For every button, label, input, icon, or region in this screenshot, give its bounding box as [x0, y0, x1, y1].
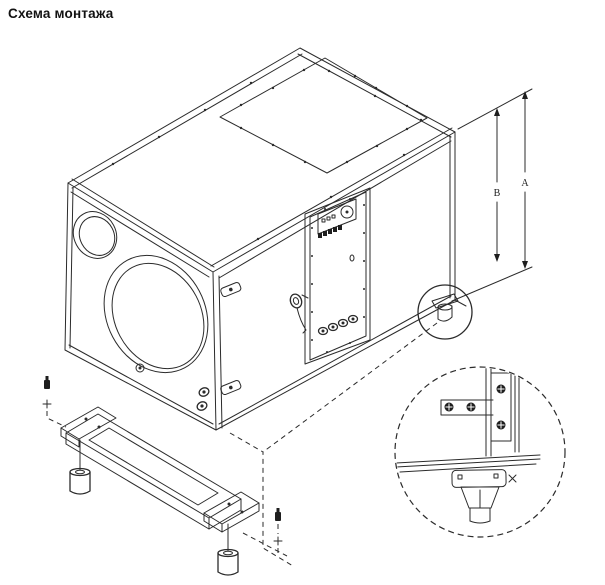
- dimension-b-label: B: [494, 188, 501, 199]
- roof-frame-screws: [111, 69, 423, 241]
- panel-display: [317, 198, 357, 235]
- corner-foot: [431, 293, 467, 322]
- intake-port-large: [103, 254, 209, 374]
- page-title: Схема монтажа: [8, 6, 114, 21]
- dimension-extension-lines: [451, 88, 533, 302]
- terminal-strip: [318, 225, 342, 238]
- cable-glands: [317, 314, 359, 336]
- foot-left: [69, 439, 91, 495]
- detail-rail-plate: [451, 469, 517, 488]
- roof-access-panel: [219, 57, 428, 174]
- keyhole: [349, 254, 355, 262]
- bolt-left: [42, 376, 67, 428]
- rail-end-plate-right: [203, 491, 260, 533]
- detail-bracket-horizontal: [440, 399, 494, 416]
- rail-slot: [88, 427, 219, 506]
- dimension-b: B: [494, 108, 501, 262]
- foot-right: [217, 523, 239, 576]
- unit-body: [64, 47, 456, 431]
- dimension-a: A: [521, 91, 529, 269]
- corner-callout-circle: [417, 284, 473, 340]
- detail-callout: [394, 366, 566, 538]
- mounting-rail: [42, 322, 438, 576]
- bolt-right: [273, 508, 283, 556]
- latch-bottom: [220, 380, 242, 396]
- latch-top: [220, 282, 242, 298]
- drain-knob: [135, 363, 145, 373]
- detail-foot: [460, 486, 500, 524]
- detail-callout-circle: [394, 366, 566, 538]
- detail-bracket-vertical: [490, 372, 512, 442]
- door-handle: [289, 293, 309, 334]
- assembly-leader-lines: [229, 322, 438, 567]
- electrical-panel: [289, 187, 371, 365]
- dimension-a-label: A: [521, 178, 529, 189]
- cable-grommets: [196, 387, 210, 411]
- rail-end-plate-left: [60, 406, 117, 448]
- intake-port-small: [72, 211, 118, 259]
